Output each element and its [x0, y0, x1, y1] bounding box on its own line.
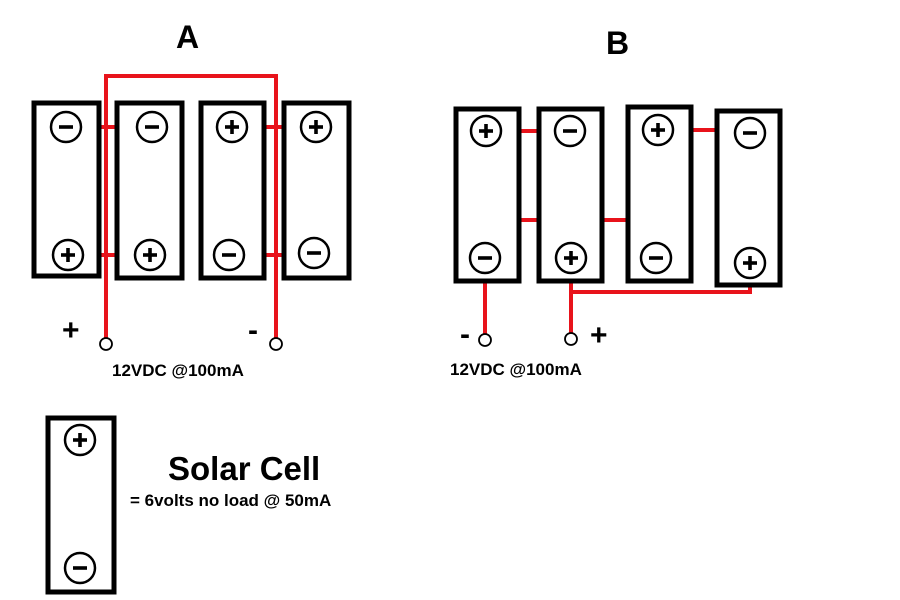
diagram-a-negative-label: -	[248, 314, 258, 347]
plus-terminal-icon	[733, 246, 767, 280]
minus-terminal-icon	[63, 551, 97, 585]
plus-terminal-icon	[133, 238, 167, 272]
diagram-b-cell-2	[536, 106, 605, 284]
minus-terminal-icon	[733, 116, 767, 150]
diagram-a: A	[31, 19, 352, 380]
diagram-b-cell-4	[714, 108, 783, 288]
diagram-a-positive-label: +	[62, 314, 80, 347]
diagram-b-negative-label: -	[460, 318, 470, 351]
diagram-b-title: B	[606, 25, 629, 61]
legend: Solar Cell = 6volts no load @ 50mA	[45, 415, 331, 595]
diagram-b-rating: 12VDC @100mA	[450, 360, 582, 379]
diagram-a-cell-4	[281, 100, 352, 281]
diagram-a-cell-2	[114, 100, 185, 281]
diagram-b-cell-3	[625, 104, 694, 284]
diagram-a-title: A	[176, 19, 199, 55]
plus-terminal-icon	[469, 114, 503, 148]
plus-terminal-icon	[641, 113, 675, 147]
minus-terminal-icon	[297, 236, 331, 270]
diagram-b: B	[450, 25, 783, 379]
diagram-b-positive-label: +	[590, 319, 608, 352]
minus-terminal-icon	[212, 238, 246, 272]
plus-terminal-icon	[51, 238, 85, 272]
diagram-a-positive-output-node	[99, 337, 113, 351]
minus-terminal-icon	[49, 110, 83, 144]
diagram-a-cell-3	[198, 100, 267, 281]
plus-terminal-icon	[215, 110, 249, 144]
minus-terminal-icon	[553, 114, 587, 148]
legend-description: = 6volts no load @ 50mA	[130, 491, 331, 510]
plus-terminal-icon	[554, 241, 588, 275]
legend-solar-cell	[45, 415, 117, 595]
diagram-a-rating: 12VDC @100mA	[112, 361, 244, 380]
diagram-b-cell-1	[453, 106, 522, 284]
diagram-b-wires	[483, 128, 752, 338]
diagram-b-positive-output-node	[564, 332, 578, 346]
minus-terminal-icon	[468, 241, 502, 275]
minus-terminal-icon	[135, 110, 169, 144]
diagram-a-negative-output-node	[269, 337, 283, 351]
plus-terminal-icon	[63, 423, 97, 457]
diagram-b-negative-output-node	[478, 333, 492, 347]
diagram-a-cell-1	[31, 100, 102, 279]
plus-terminal-icon	[299, 110, 333, 144]
minus-terminal-icon	[639, 241, 673, 275]
legend-title: Solar Cell	[168, 450, 320, 487]
diagram-a-top-bridge-wire	[104, 74, 278, 278]
